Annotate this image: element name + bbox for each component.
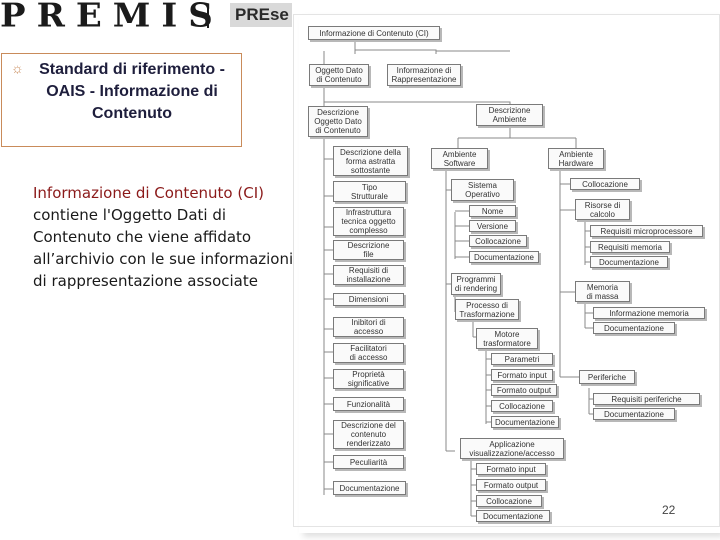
- node-info-rappresentazione: Informazione di Rappresentazione: [387, 64, 461, 86]
- node-desc-item: Facilitatori di accesso: [333, 343, 404, 363]
- node-oggetto-dato: Oggetto Dato di Contenuto: [309, 64, 369, 86]
- page-number: 22: [662, 503, 676, 517]
- node-desc-item: Tipo Strutturale: [333, 181, 406, 202]
- node-descrizione-ambiente: Descrizione Ambiente: [476, 104, 543, 126]
- node-motore-item: Collocazione: [491, 400, 553, 412]
- node-motore-item: Documentazione: [491, 416, 559, 428]
- logo-letters: PREMIS: [0, 0, 224, 30]
- node-root: Informazione di Contenuto (CI): [308, 26, 440, 40]
- logo-tag: PREse: [230, 3, 292, 27]
- gear-icon: ☼: [11, 60, 24, 76]
- node-desc-item: Infrastruttura tecnica oggetto complesso: [333, 207, 404, 236]
- node-applicazione-item: Collocazione: [476, 495, 542, 507]
- node-motore-item: Formato input: [491, 369, 553, 381]
- node-motore-item: Formato output: [491, 384, 557, 396]
- node-desc-item: Proprietà significative: [333, 369, 404, 389]
- node-sistema-item: Collocazione: [469, 235, 527, 247]
- node-desc-item: Requisiti di installazione: [333, 265, 404, 285]
- node-sistema-operativo: Sistema Operativo: [451, 179, 514, 201]
- node-desc-item: Peculiarità: [333, 455, 404, 469]
- node-desc-item: Descrizione del contenuto renderizzato: [333, 420, 404, 449]
- node-applicazione-item: Formato output: [476, 479, 546, 491]
- body-rest: contiene l'Oggetto Dati di Contenuto che…: [33, 206, 294, 290]
- node-ambiente-software: Ambiente Software: [431, 148, 488, 169]
- node-applicazione-item: Documentazione: [476, 510, 550, 522]
- node-desc-item: Descrizione file: [333, 240, 404, 260]
- node-desc-item: Descrizione della forma astratta sottost…: [333, 146, 408, 176]
- body-paragraph: Informazione di Contenuto (CI) contiene …: [33, 182, 295, 292]
- node-motore-item: Parametri: [491, 353, 553, 365]
- section-callout: ☼ Standard di riferimento - OAIS - Infor…: [1, 53, 242, 147]
- node-applicazione: Applicazione visualizzazione/accesso: [460, 438, 564, 459]
- node-hw-collocazione: Collocazione: [570, 178, 640, 190]
- node-risorse-item: Requisiti memoria: [590, 241, 670, 253]
- node-ambiente-hardware: Ambiente Hardware: [548, 148, 604, 169]
- node-applicazione-item: Formato input: [476, 463, 546, 475]
- node-periferiche-item: Requisiti periferiche: [593, 393, 700, 405]
- ci-diagram: Informazione di Contenuto (CI) Oggetto D…: [293, 14, 720, 527]
- node-risorse-item: Requisiti microprocessore: [590, 225, 703, 237]
- node-risorse-calcolo: Risorse di calcolo: [575, 199, 630, 220]
- callout-title: Standard di riferimento - OAIS - Informa…: [39, 61, 225, 122]
- node-motore-trasformatore: Motore trasformatore: [476, 328, 538, 349]
- logo-separator: [207, 4, 209, 28]
- node-memoria-item: Informazione memoria: [593, 307, 705, 319]
- node-programmi-rendering: Programmi di rendering: [451, 273, 501, 295]
- node-sistema-item: Documentazione: [469, 251, 539, 263]
- node-periferiche: Periferiche: [579, 370, 635, 384]
- node-memoria-massa: Memoria di massa: [575, 281, 630, 302]
- node-desc-item: Dimensioni: [333, 293, 404, 306]
- premis-logo: PREMIS PREse: [0, 0, 292, 30]
- node-desc-item: Inibitori di accesso: [333, 317, 404, 337]
- node-sistema-item: Nome: [469, 205, 516, 217]
- node-desc-item: Documentazione: [333, 481, 406, 495]
- node-desc-item: Funzionalità: [333, 397, 404, 411]
- node-periferiche-item: Documentazione: [593, 408, 675, 420]
- node-descrizione-oggetto: Descrizione Oggetto Dato di Contenuto: [308, 106, 368, 137]
- node-sistema-item: Versione: [469, 220, 516, 232]
- body-highlight: Informazione di Contenuto (CI): [33, 184, 264, 202]
- node-risorse-item: Documentazione: [590, 256, 668, 268]
- node-processo-trasformazione: Processo di Trasformazione: [455, 299, 519, 320]
- node-memoria-item: Documentazione: [593, 322, 675, 334]
